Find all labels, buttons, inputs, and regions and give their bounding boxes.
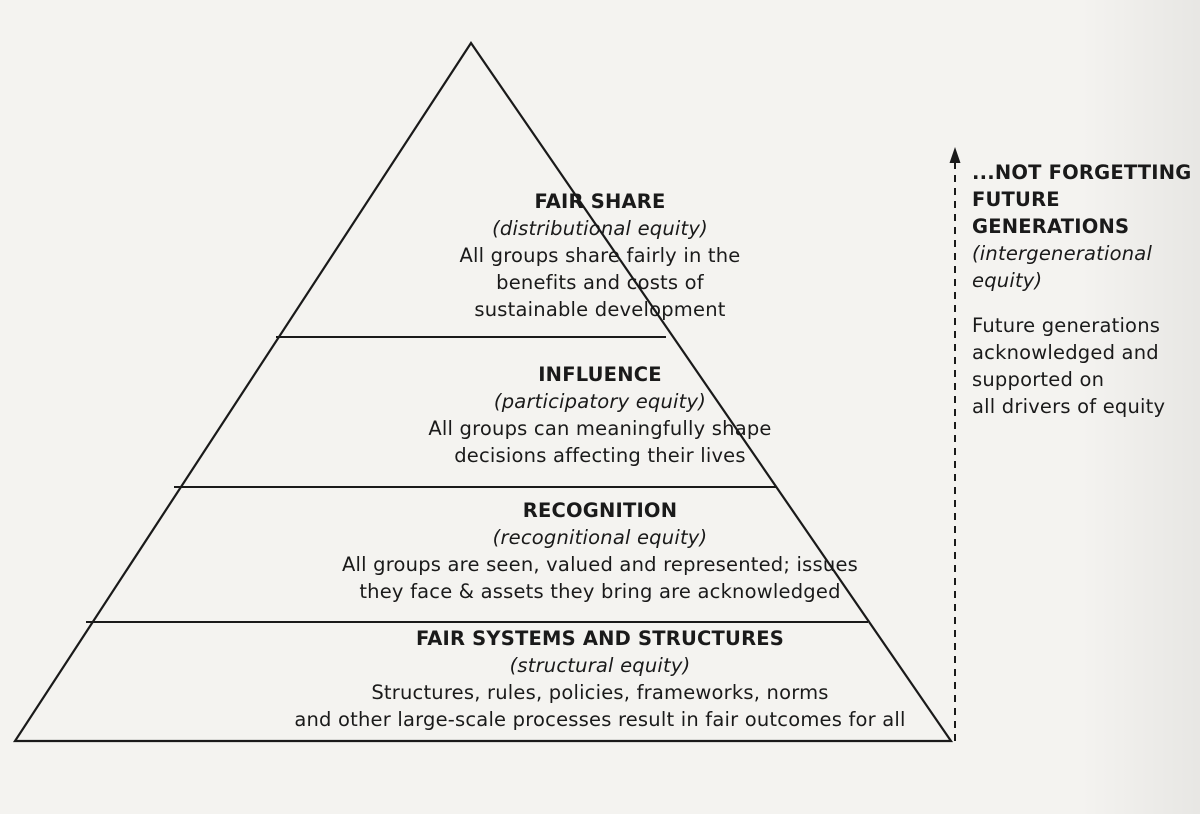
- tier-subtitle: (structural equity): [509, 654, 691, 677]
- side-description-line: supported on: [972, 368, 1105, 391]
- side-title-line: FUTURE: [972, 188, 1060, 211]
- pyramid-outline: [12, 41, 954, 743]
- arrow-head-icon: [949, 147, 961, 163]
- tier-subtitle: (participatory equity): [493, 390, 707, 413]
- side-title-line: GENERATIONS: [972, 215, 1130, 238]
- side-description-line: acknowledged and: [972, 341, 1159, 364]
- tier-description-line: benefits and costs of: [496, 271, 704, 294]
- tier-description-line: sustainable development: [474, 298, 726, 321]
- tier-title: FAIR SHARE: [534, 190, 666, 213]
- side-description-line: Future generations: [972, 314, 1161, 337]
- tier-recognition: RECOGNITION (recognitional equity) All g…: [0, 497, 1200, 605]
- page-edge-shadow: [1080, 0, 1200, 814]
- side-description: Future generations acknowledged and supp…: [972, 312, 1192, 420]
- tier-subtitle: (distributional equity): [492, 217, 708, 240]
- tier-description-line: All groups are seen, valued and represen…: [341, 553, 859, 576]
- tier-description-line: decisions affecting their lives: [454, 444, 746, 467]
- tier-fair-systems: FAIR SYSTEMS AND STRUCTURES (structural …: [0, 625, 1200, 733]
- tier-description-line: All groups share fairly in the: [459, 244, 741, 267]
- tier-title: INFLUENCE: [538, 363, 662, 386]
- tier-influence: INFLUENCE (participatory equity) All gro…: [0, 361, 1200, 469]
- side-description-line: all drivers of equity: [972, 395, 1166, 418]
- side-subtitle-line: (intergenerational: [972, 242, 1153, 265]
- tier-title: FAIR SYSTEMS AND STRUCTURES: [415, 627, 785, 650]
- tier-title: RECOGNITION: [522, 499, 678, 522]
- future-generations-panel: ...NOT FORGETTING FUTURE GENERATIONS (in…: [972, 159, 1192, 420]
- tier-description-line: Structures, rules, policies, frameworks,…: [371, 681, 829, 704]
- tier-description-line: and other large-scale processes result i…: [294, 708, 906, 731]
- tier-description-line: they face & assets they bring are acknow…: [359, 580, 841, 603]
- side-subtitle-line: equity): [972, 269, 1043, 292]
- tier-description-line: All groups can meaningfully shape: [428, 417, 772, 440]
- tier-fair-share: FAIR SHARE (distributional equity) All g…: [0, 188, 1200, 323]
- side-title-line: ...NOT FORGETTING: [972, 161, 1192, 184]
- tier-subtitle: (recognitional equity): [492, 526, 708, 549]
